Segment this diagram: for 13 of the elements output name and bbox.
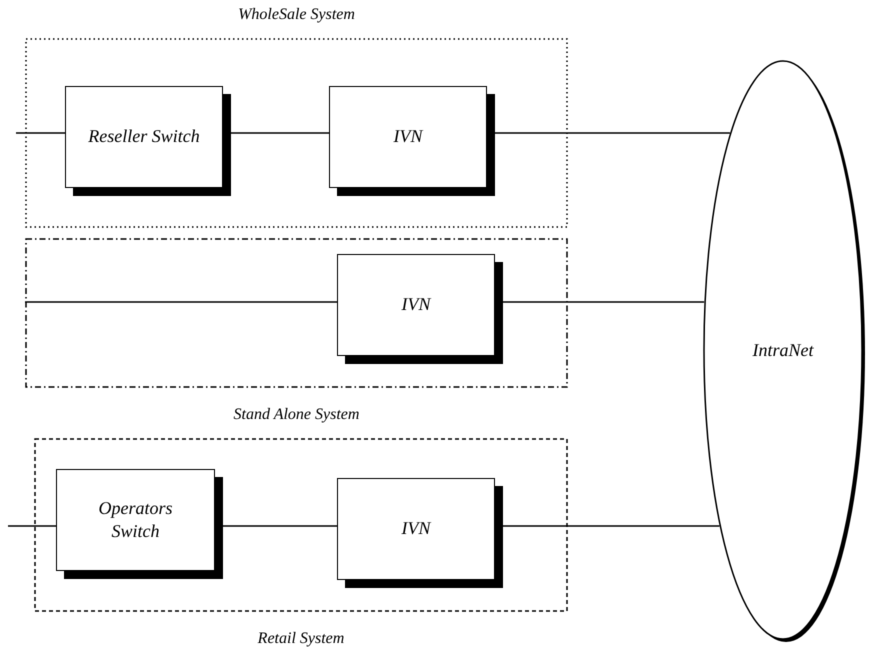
box-label: IVN bbox=[392, 125, 424, 148]
group-title: WholeSale System bbox=[237, 6, 356, 24]
box-label: IVN bbox=[400, 293, 432, 316]
connector-line bbox=[8, 525, 56, 527]
network-ellipse bbox=[703, 60, 863, 640]
box-label: Reseller Switch bbox=[87, 125, 201, 148]
box-label: Operators Switch bbox=[97, 496, 174, 543]
group-title: Stand Alone System bbox=[232, 406, 360, 424]
box-label: IVN bbox=[400, 517, 432, 540]
network-label: IntraNet bbox=[752, 340, 814, 360]
connector-line bbox=[16, 132, 65, 134]
connector-line bbox=[25, 301, 337, 303]
group-title: Retail System bbox=[256, 630, 346, 648]
